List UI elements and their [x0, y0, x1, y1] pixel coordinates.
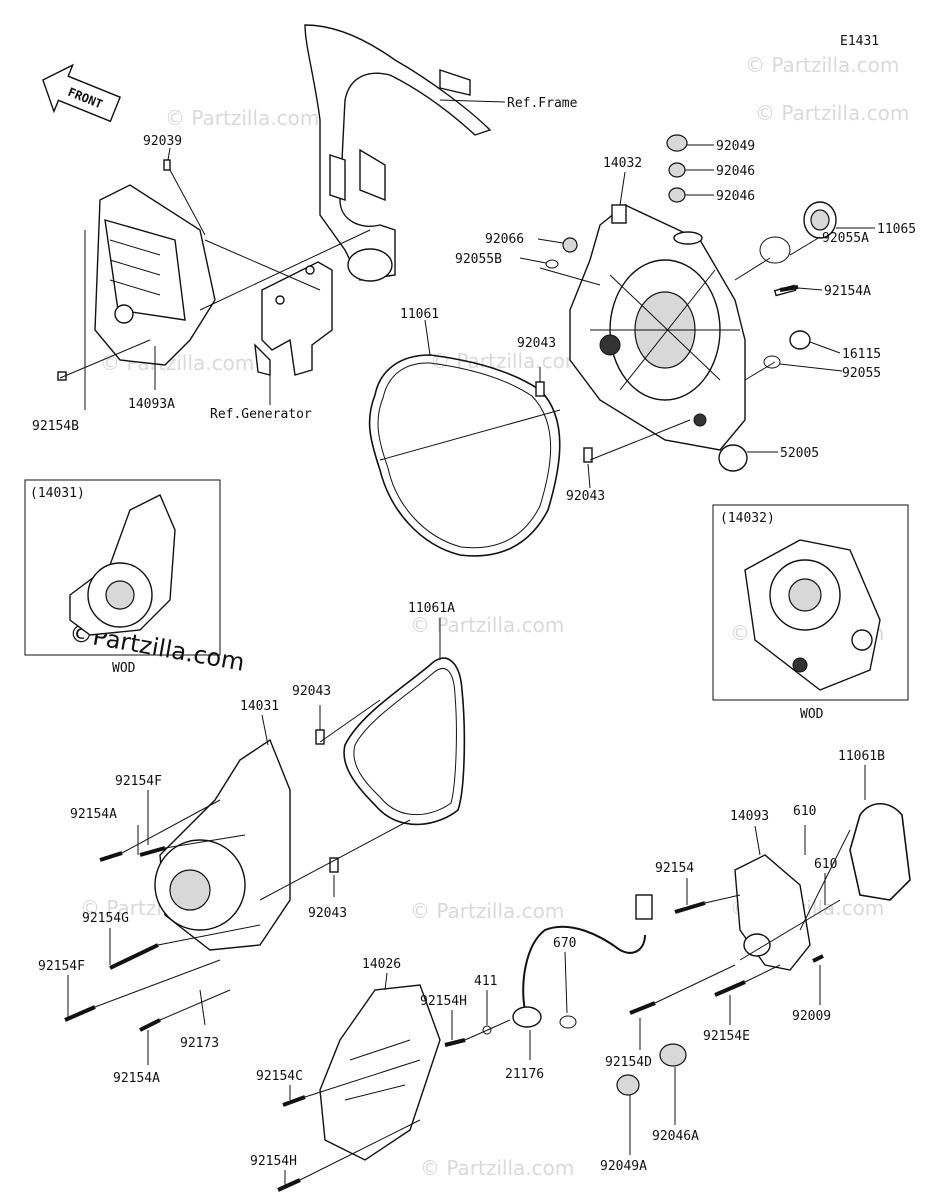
- callout-670[interactable]: 670: [553, 936, 576, 951]
- gasket-11061b: [849, 802, 911, 901]
- callout-92154d[interactable]: 92154D: [605, 1055, 652, 1070]
- callout-92049[interactable]: 92049: [716, 139, 755, 154]
- diagram-code: E1431: [840, 34, 879, 49]
- callout-labels: E1431 92039 Ref.Frame 92049 92046 92046 …: [30, 34, 916, 1174]
- callout-92154a[interactable]: 92154A: [824, 284, 871, 299]
- callout-14031[interactable]: 14031: [240, 699, 279, 714]
- callout-14026[interactable]: 14026: [362, 957, 401, 972]
- callout-92173[interactable]: 92173: [180, 1036, 219, 1051]
- callout-11061a[interactable]: 11061A: [408, 601, 455, 616]
- callout-411[interactable]: 411: [474, 974, 497, 989]
- watermark: © Partzilla.com: [430, 349, 584, 373]
- callout-92043[interactable]: 92043: [566, 489, 605, 504]
- callout-52005[interactable]: 52005: [780, 446, 819, 461]
- callout-11061b[interactable]: 11061B: [838, 749, 885, 764]
- cover-14093: [734, 854, 811, 971]
- gasket-11061: [368, 354, 561, 557]
- callout-610[interactable]: 610: [814, 857, 837, 872]
- callout-92154a[interactable]: 92154A: [113, 1071, 160, 1086]
- callout-21176[interactable]: 21176: [505, 1067, 544, 1082]
- sensor-21176: [482, 894, 653, 1035]
- callout-92154a[interactable]: 92154A: [70, 807, 117, 822]
- callout-610[interactable]: 610: [793, 804, 816, 819]
- callout-92154b[interactable]: 92154B: [32, 419, 79, 434]
- callout-92046a[interactable]: 92046A: [652, 1129, 699, 1144]
- wod-label: WOD: [112, 661, 136, 676]
- callout-14093[interactable]: 14093: [730, 809, 769, 824]
- clutch-cover-14032: [569, 204, 746, 451]
- callout-92043[interactable]: 92043: [517, 336, 556, 351]
- watermark: © Partzilla.com: [410, 899, 564, 923]
- inset-label-14031: (14031): [30, 486, 85, 501]
- inset-label-14032: (14032): [720, 511, 775, 526]
- wod-label: WOD: [800, 707, 824, 722]
- callout-92049a[interactable]: 92049A: [600, 1159, 647, 1174]
- callout-14093a[interactable]: 14093A: [128, 397, 175, 412]
- callout-14032[interactable]: 14032: [603, 156, 642, 171]
- callout-92055[interactable]: 92055: [842, 366, 881, 381]
- callout-92154[interactable]: 92154: [655, 861, 694, 876]
- generator-cover-14031: [154, 729, 339, 951]
- callout-16115[interactable]: 16115: [842, 347, 881, 362]
- inset-left: [24, 479, 221, 656]
- watermark: © Partzilla.com: [755, 101, 909, 125]
- bearings-bottom: [616, 1043, 687, 1096]
- callout-92154e[interactable]: 92154E: [703, 1029, 750, 1044]
- callout-92046[interactable]: 92046: [716, 164, 755, 179]
- bolts: [64, 285, 824, 1192]
- inset-right: [712, 504, 909, 701]
- gasket-11061a: [343, 657, 466, 826]
- callout-92043[interactable]: 92043: [292, 684, 331, 699]
- small-parts-top: [57, 134, 837, 472]
- callout-92154h[interactable]: 92154H: [420, 994, 467, 1009]
- callout-92046[interactable]: 92046: [716, 189, 755, 204]
- leader-lines: [59, 99, 875, 1185]
- callout-11065[interactable]: 11065: [877, 222, 916, 237]
- callout-92043[interactable]: 92043: [308, 906, 347, 921]
- callout-92055b[interactable]: 92055B: [455, 252, 502, 267]
- callout-ref-generator[interactable]: Ref.Generator: [210, 407, 312, 422]
- watermark: © Partzilla.com: [745, 53, 899, 77]
- front-arrow: FRONT: [42, 63, 122, 123]
- callout-92154f[interactable]: 92154F: [38, 959, 85, 974]
- callout-11061[interactable]: 11061: [400, 307, 439, 322]
- frame-part: [304, 24, 492, 282]
- callout-92066[interactable]: 92066: [485, 232, 524, 247]
- callout-ref-frame[interactable]: Ref.Frame: [507, 96, 578, 111]
- callout-92055a[interactable]: 92055A: [822, 231, 869, 246]
- cover-14093a: [94, 184, 216, 366]
- watermark: © Partzilla.com: [165, 106, 319, 130]
- watermark: © Partzilla.com: [420, 1156, 574, 1180]
- callout-92154g[interactable]: 92154G: [82, 911, 129, 926]
- callout-92009[interactable]: 92009: [792, 1009, 831, 1024]
- callout-92039[interactable]: 92039: [143, 134, 182, 149]
- callout-92154c[interactable]: 92154C: [256, 1069, 303, 1084]
- generator-bracket: [254, 261, 333, 376]
- watermark: © Partzilla.com: [410, 613, 564, 637]
- callout-92154h[interactable]: 92154H: [250, 1154, 297, 1169]
- callout-92154f[interactable]: 92154F: [115, 774, 162, 789]
